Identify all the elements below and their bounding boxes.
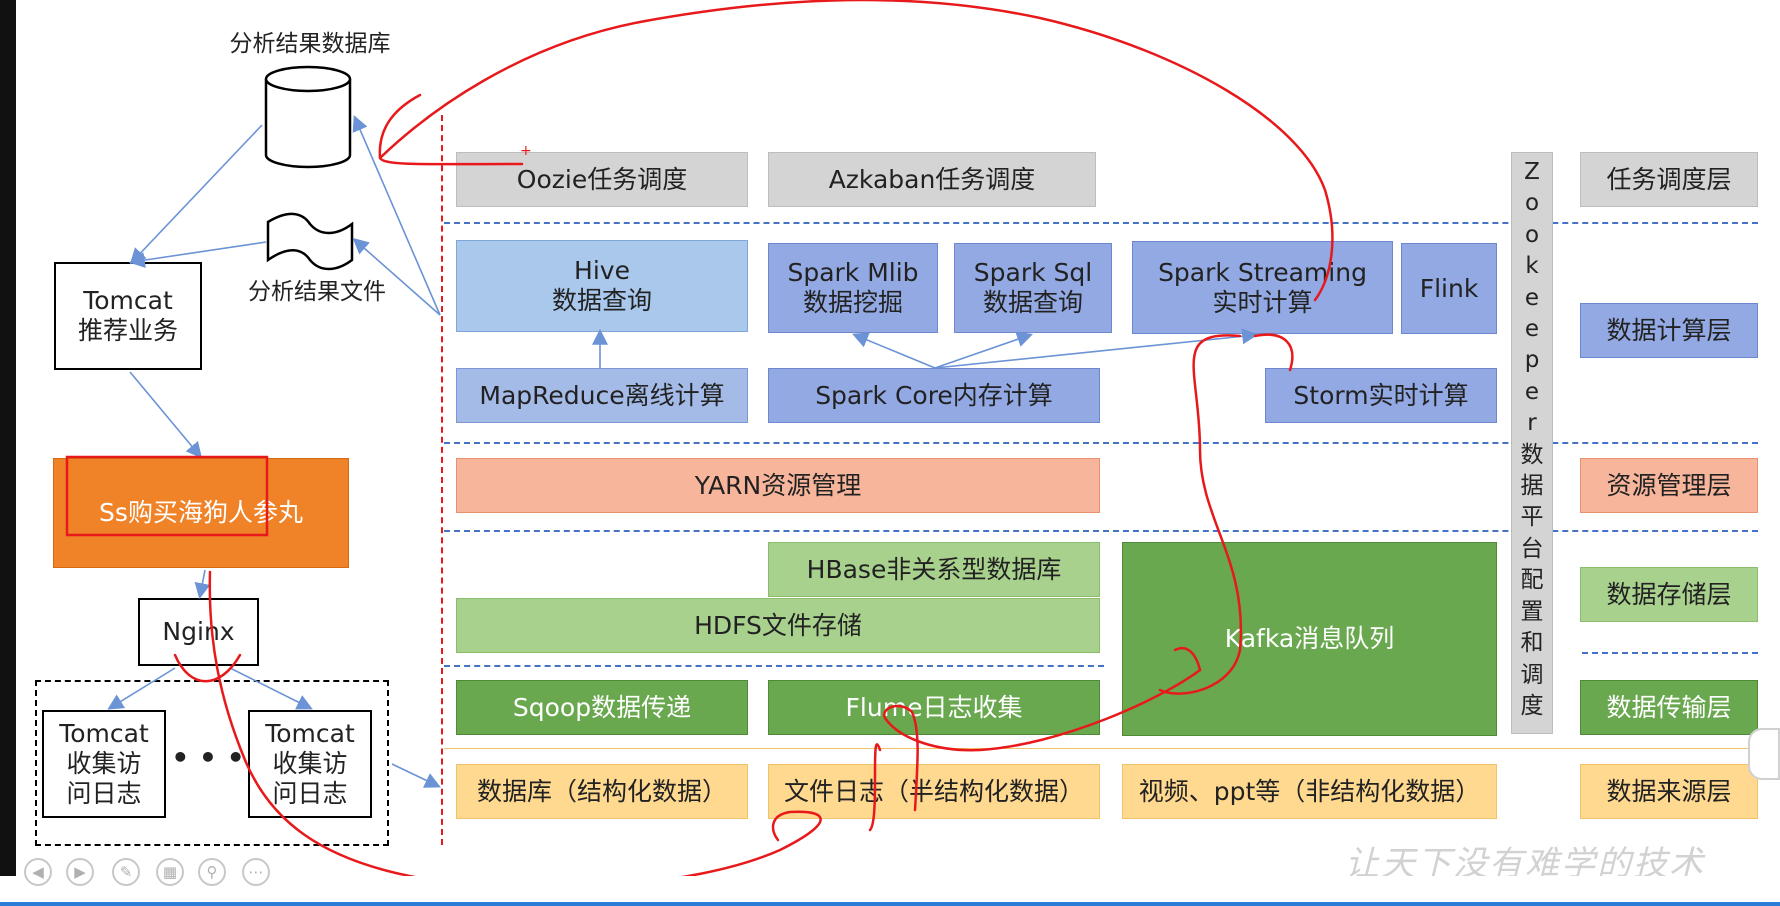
slideshow-toolbar: ◀ ▶ ✎ ▦ ⚲ ⋯ <box>0 858 1780 906</box>
zk-letter: p <box>1524 347 1540 374</box>
database-icon <box>264 65 352 169</box>
zk-letter: e <box>1524 316 1540 343</box>
mapreduce-box: MapReduce离线计算 <box>456 368 748 423</box>
layer-label-storage: 数据存储层 <box>1580 567 1758 622</box>
zk-letter: e <box>1524 378 1540 405</box>
hdfs-box: HDFS文件存储 <box>456 598 1100 653</box>
divider-red-dashed <box>441 115 443 845</box>
sqoop-box: Sqoop数据传递 <box>456 680 748 735</box>
layer-separator-yellow <box>444 748 1758 749</box>
flink-box: Flink <box>1401 243 1497 334</box>
zk-letter: r <box>1527 410 1537 437</box>
zk-letter: Z <box>1524 159 1540 185</box>
layer-label-transport: 数据传输层 <box>1580 680 1758 735</box>
zk-char: 度 <box>1520 692 1544 719</box>
zk-char: 配 <box>1520 567 1544 594</box>
zk-char: 置 <box>1520 598 1544 625</box>
source-video-box: 视频、ppt等（非结构化数据） <box>1122 764 1497 819</box>
app-box: Ss购买海狗人参丸 <box>53 458 349 568</box>
zk-letter: o <box>1524 221 1540 248</box>
layer-separator <box>1582 652 1758 654</box>
layer-separator <box>444 442 1758 444</box>
left-border-strip <box>0 0 16 906</box>
storm-box: Storm实时计算 <box>1265 368 1497 423</box>
layer-label-compute: 数据计算层 <box>1580 303 1758 358</box>
spark-streaming-box: Spark Streaming 实时计算 <box>1132 241 1393 334</box>
zk-char: 据 <box>1520 473 1544 500</box>
pen-icon[interactable]: ✎ <box>112 858 140 886</box>
file-icon <box>266 212 354 271</box>
zk-letter: k <box>1525 253 1539 280</box>
spark-core-box: Spark Core内存计算 <box>768 368 1100 423</box>
zk-letter: e <box>1524 284 1540 311</box>
slides-grid-icon[interactable]: ▦ <box>156 858 184 886</box>
layer-separator <box>444 530 1758 532</box>
zk-char: 台 <box>1520 535 1544 562</box>
zoom-icon[interactable]: ⚲ <box>198 858 226 886</box>
nginx-box: Nginx <box>138 598 259 666</box>
zk-letter: o <box>1524 190 1540 217</box>
zk-char: 调 <box>1520 661 1544 688</box>
next-slide-icon[interactable]: ▶ <box>66 858 94 886</box>
zk-char: 平 <box>1520 504 1544 531</box>
file-label: 分析结果文件 <box>248 279 386 306</box>
layer-label-source: 数据来源层 <box>1580 764 1758 819</box>
zk-char: 和 <box>1520 630 1544 657</box>
layer-label-resource: 资源管理层 <box>1580 458 1758 513</box>
bottom-accent-line <box>0 902 1780 906</box>
zookeeper-column: Z o o k e e p e r 数 据 平 台 配 置 和 调 度 <box>1511 152 1553 734</box>
kafka-box: Kafka消息队列 <box>1122 542 1497 736</box>
tomcat-log-box-2: Tomcat 收集访 问日志 <box>248 710 372 818</box>
right-edge-handle[interactable] <box>1748 728 1780 780</box>
layer-label-schedule: 任务调度层 <box>1580 152 1758 207</box>
zk-char: 数 <box>1520 441 1544 468</box>
previous-slide-icon[interactable]: ◀ <box>24 858 52 886</box>
yarn-box: YARN资源管理 <box>456 458 1100 513</box>
tomcat-log-box-1: Tomcat 收集访 问日志 <box>42 710 166 818</box>
more-options-icon[interactable]: ⋯ <box>242 858 270 886</box>
tomcat-recommend-box: Tomcat 推荐业务 <box>54 262 202 370</box>
layer-separator <box>444 665 1104 667</box>
source-db-box: 数据库（结构化数据） <box>456 764 748 819</box>
azkaban-box: Azkaban任务调度 <box>768 152 1096 207</box>
oozie-box: Oozie任务调度 <box>456 152 748 207</box>
hbase-box: HBase非关系型数据库 <box>768 542 1100 597</box>
spark-sql-box: Spark Sql 数据查询 <box>954 243 1112 333</box>
svg-text:+: + <box>520 143 532 159</box>
hive-box: Hive 数据查询 <box>456 240 748 332</box>
db-label: 分析结果数据库 <box>229 31 391 58</box>
source-file-box: 文件日志（半结构化数据） <box>768 764 1100 819</box>
layer-separator <box>444 222 1758 224</box>
flume-box: Flume日志收集 <box>768 680 1100 735</box>
